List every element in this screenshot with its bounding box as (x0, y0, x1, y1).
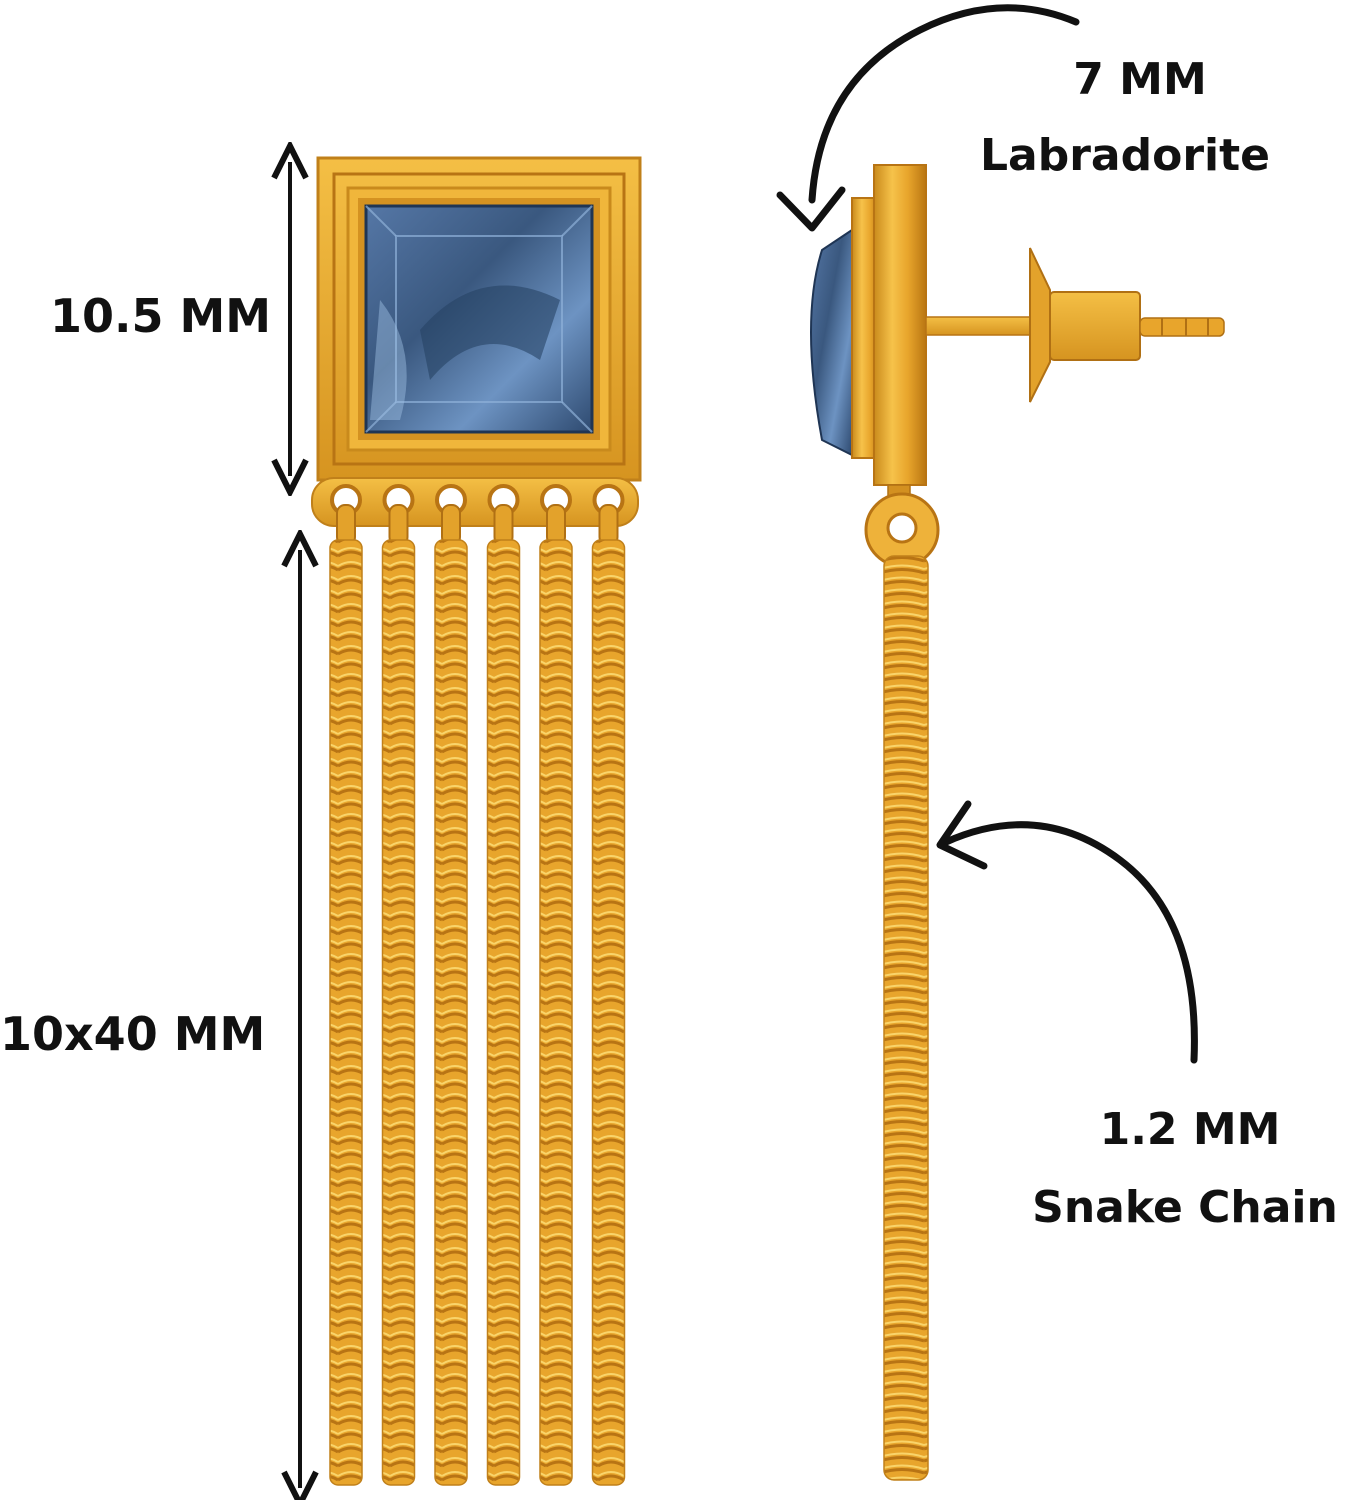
chain-connector (388, 504, 409, 546)
chain-connector (598, 504, 619, 546)
snake-chain-strand (434, 539, 468, 1486)
stone-size-label: 7 MM (1073, 54, 1207, 105)
snake-chain-strand (539, 539, 573, 1486)
stone-name-label: Labradorite (980, 130, 1270, 181)
snake-chain-fringe (329, 539, 626, 1486)
snake-chain-strand (381, 539, 416, 1486)
chain-name-label: Snake Chain (1032, 1182, 1338, 1233)
side-view-earring (810, 164, 1225, 1481)
snake-chain-strand (329, 539, 363, 1486)
chain-connector (493, 504, 514, 546)
pendant-height-label: 10.5 MM (50, 289, 272, 343)
fringe-size-label: 10x40 MM (0, 1007, 266, 1061)
chain-size-label: 1.2 MM (1099, 1104, 1281, 1155)
chain-connector (336, 504, 356, 546)
snake-chain-strand (591, 539, 626, 1486)
side-snake-chain (883, 555, 929, 1481)
callout-arrow-stone (776, 4, 1080, 232)
callout-arrow-chain (936, 800, 1198, 1064)
chain-connector (441, 504, 461, 546)
stone-side-profile (810, 228, 853, 457)
labradorite-stone (364, 204, 594, 434)
snake-chain-strand (486, 539, 521, 1486)
jump-ring-row (330, 484, 625, 546)
front-view-earring (311, 156, 642, 1486)
earring-post-and-back (925, 247, 1225, 403)
chain-connector (546, 504, 566, 546)
